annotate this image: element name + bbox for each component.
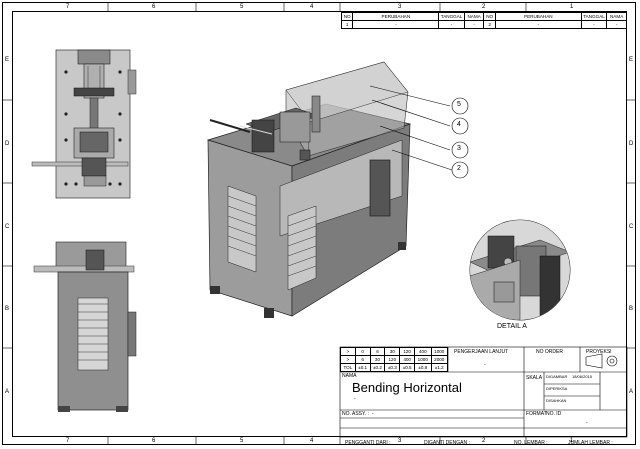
format-label: FORMAT bbox=[526, 411, 547, 417]
zone-top-2: 2 bbox=[482, 4, 486, 10]
zone-bottom-7: 7 bbox=[66, 438, 70, 444]
tolerance-table: > 0 6 30 120 400 1000 > 6 30 120 400 100… bbox=[340, 347, 449, 372]
tol-r3-c4: ±0.5 bbox=[399, 363, 416, 372]
no-order-label: NO ORDER bbox=[536, 349, 563, 355]
tol-r1-c3: 30 bbox=[384, 347, 401, 356]
tol-r1-c4: 120 bbox=[399, 347, 416, 356]
callout-4: 4 bbox=[457, 121, 461, 128]
tol-r2-c4: 400 bbox=[399, 355, 416, 364]
tol-r3-c3: ±0.3 bbox=[384, 363, 401, 372]
footer-jumlah-lembar: JUMLAH LEMBAR : bbox=[568, 440, 613, 446]
zone-left-C: C bbox=[5, 224, 10, 230]
skala-label: SKALA bbox=[526, 375, 543, 381]
rev-no-2: 2 bbox=[483, 20, 496, 29]
rev-tanggal-1: - bbox=[438, 20, 465, 29]
title-sub: - bbox=[354, 396, 356, 402]
zone-bottom-3: 3 bbox=[398, 438, 402, 444]
digambar-date: 18/06/2015 bbox=[572, 374, 593, 379]
footer-diganti: DIGANTI DENGAN : bbox=[424, 440, 470, 446]
zone-bottom-2: 2 bbox=[482, 438, 486, 444]
rev-no-1: 1 bbox=[340, 20, 354, 29]
rev-tanggal-2: - bbox=[580, 20, 608, 29]
zone-bottom-5: 5 bbox=[240, 438, 244, 444]
tol-r3-c1: ±0.1 bbox=[354, 363, 371, 372]
zone-bottom-6: 6 bbox=[152, 438, 156, 444]
zone-right-C: C bbox=[629, 224, 634, 230]
footer-pengganti: PENGGANTI DARI : bbox=[345, 440, 391, 446]
tol-r2-c5: 1000 bbox=[414, 355, 432, 364]
zone-right-A: A bbox=[629, 389, 634, 395]
zone-top-6: 6 bbox=[152, 4, 156, 10]
tol-r3-c5: ±0.8 bbox=[414, 363, 432, 372]
rev-nama-2: - bbox=[606, 20, 627, 29]
title-block-frame bbox=[339, 346, 628, 438]
zone-right-B: B bbox=[629, 306, 634, 312]
tol-r2-c3: 120 bbox=[384, 355, 401, 364]
callout-leaders bbox=[369, 85, 469, 179]
zone-top-1: 1 bbox=[570, 4, 574, 10]
tol-marker-2: > bbox=[340, 355, 356, 364]
no-id-value: - bbox=[586, 420, 588, 426]
footer-no-lembar: NO. LEMBAR : bbox=[514, 440, 548, 446]
callout-5: 5 bbox=[457, 101, 461, 108]
revision-table: NO PERUBAHAN TANGGAL NAMA NO PERUBAHAN T… bbox=[340, 12, 627, 29]
tolerance-row-2: > 6 30 120 400 1000 2000 bbox=[340, 355, 449, 364]
no-assy-label: NO. ASSY. : bbox=[342, 411, 369, 417]
tol-r1-c1: 0 bbox=[354, 347, 371, 356]
tol-marker: > bbox=[340, 347, 356, 356]
tol-r1-c2: 6 bbox=[369, 347, 386, 356]
pengerjaan-label: PENGERJAAN LANJUT bbox=[454, 349, 509, 355]
drawing-title: Bending Horizontal bbox=[352, 380, 462, 395]
tol-r3-c2: ±0.2 bbox=[369, 363, 386, 372]
zone-top-3: 3 bbox=[398, 4, 402, 10]
inner-border bbox=[12, 11, 627, 437]
detail-a-view bbox=[469, 219, 571, 321]
outer-border bbox=[2, 2, 636, 445]
disahkan-label: DISAHKAN bbox=[546, 398, 567, 403]
tol-r2-c2: 30 bbox=[369, 355, 386, 364]
pengerjaan-value: - bbox=[484, 362, 486, 368]
nama-label: NAMA bbox=[342, 373, 357, 379]
callout-2: 2 bbox=[457, 165, 461, 172]
proyeksi-label: PROYEKSI bbox=[586, 349, 612, 355]
tol-r2-c6: 2000 bbox=[430, 355, 449, 364]
zone-left-A: A bbox=[5, 389, 10, 395]
detail-a-label: DETAIL A bbox=[497, 323, 527, 330]
zone-left-E: E bbox=[5, 57, 10, 63]
revision-row: 1 - - - 2 - - - bbox=[340, 20, 627, 29]
tol-r1-c5: 400 bbox=[414, 347, 432, 356]
front-view bbox=[31, 49, 137, 199]
digambar-label: DIGAMBAR bbox=[546, 374, 568, 379]
zone-bottom-4: 4 bbox=[310, 438, 314, 444]
isometric-view bbox=[206, 61, 412, 318]
no-assy-value: - bbox=[372, 411, 374, 417]
tolerance-row-1: > 0 6 30 120 400 1000 bbox=[340, 347, 449, 356]
no-id-label: NO. ID bbox=[546, 411, 562, 417]
tol-r2-c1: 6 bbox=[354, 355, 371, 364]
tol-label: TOL bbox=[340, 363, 356, 372]
tol-r3-c6: ±1.2 bbox=[430, 363, 449, 372]
zone-left-B: B bbox=[5, 306, 10, 312]
zone-right-E: E bbox=[629, 57, 634, 63]
side-view bbox=[33, 241, 137, 412]
callout-3: 3 bbox=[457, 145, 461, 152]
zone-right-D: D bbox=[629, 141, 634, 147]
zone-left-D: D bbox=[5, 141, 10, 147]
tol-r1-c6: 1000 bbox=[430, 347, 449, 356]
diperiksa-label: DIPERIKSA bbox=[546, 386, 568, 391]
tolerance-row-3: TOL ±0.1 ±0.2 ±0.3 ±0.5 ±0.8 ±1.2 bbox=[340, 363, 449, 372]
zone-top-7: 7 bbox=[66, 4, 70, 10]
zone-top-5: 5 bbox=[240, 4, 244, 10]
zone-bottom-1: 1 bbox=[570, 438, 574, 444]
zone-top-4: 4 bbox=[310, 4, 314, 10]
